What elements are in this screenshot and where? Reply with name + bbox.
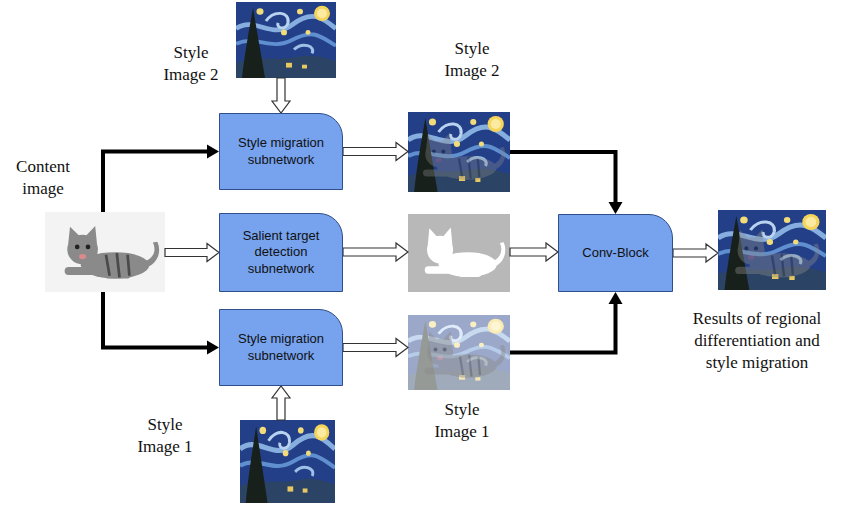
box-label: Style migration subnetwork: [228, 135, 334, 168]
hollow-arrow-shape: [272, 78, 290, 113]
hollow-arrow: [343, 143, 408, 161]
thick-arrow: [510, 152, 623, 214]
hollow-arrow-shape: [343, 339, 408, 357]
process-box: Style migration subnetwork: [219, 309, 343, 386]
hollow-arrow: [165, 244, 219, 262]
thick-arrow: [510, 292, 623, 353]
box-label: Style migration subnetwork: [228, 331, 334, 364]
image-caption: Style Image 1: [128, 414, 202, 458]
hollow-arrow-shape: [673, 244, 718, 262]
image-caption: Content image: [4, 156, 82, 200]
process-box: Salient target detection subnetwork: [219, 213, 343, 292]
thick-line: [510, 152, 616, 202]
image-caption: Results of regional differentiation and …: [678, 308, 836, 374]
image-node: Content image: [45, 212, 165, 292]
thick-line: [103, 152, 207, 213]
process-box: Style migration subnetwork: [219, 113, 343, 190]
image-caption: Style Image 2: [436, 38, 508, 82]
image-node: Style Image 2: [408, 112, 510, 192]
hollow-arrow-shape: [272, 386, 290, 420]
image-caption: Style Image 2: [155, 42, 227, 86]
thick-line: [510, 304, 616, 353]
arrow-head: [207, 145, 219, 159]
hollow-arrow: [272, 78, 290, 113]
arrow-head: [207, 341, 219, 355]
box-label: Salient target detection subnetwork: [228, 228, 334, 277]
hollow-arrow-shape: [165, 244, 219, 262]
thick-line: [103, 292, 207, 348]
hollow-arrow: [272, 386, 290, 420]
image-node: Style Image 2: [236, 2, 336, 78]
image-caption: Style Image 1: [426, 399, 498, 443]
image-node: Results of regional differentiation and …: [718, 210, 826, 290]
thick-arrow: [103, 145, 219, 213]
thick-arrow: [103, 292, 219, 355]
box-label: Conv-Block: [582, 245, 648, 261]
image-node: Style Image 1: [240, 420, 335, 503]
hollow-arrow: [343, 339, 408, 357]
process-box: Conv-Block: [558, 214, 673, 292]
arrow-head: [609, 202, 623, 214]
arrow-head: [609, 292, 623, 304]
hollow-arrow: [673, 244, 718, 262]
image-node: Style Image 1: [408, 315, 510, 390]
hollow-arrow-shape: [343, 143, 408, 161]
